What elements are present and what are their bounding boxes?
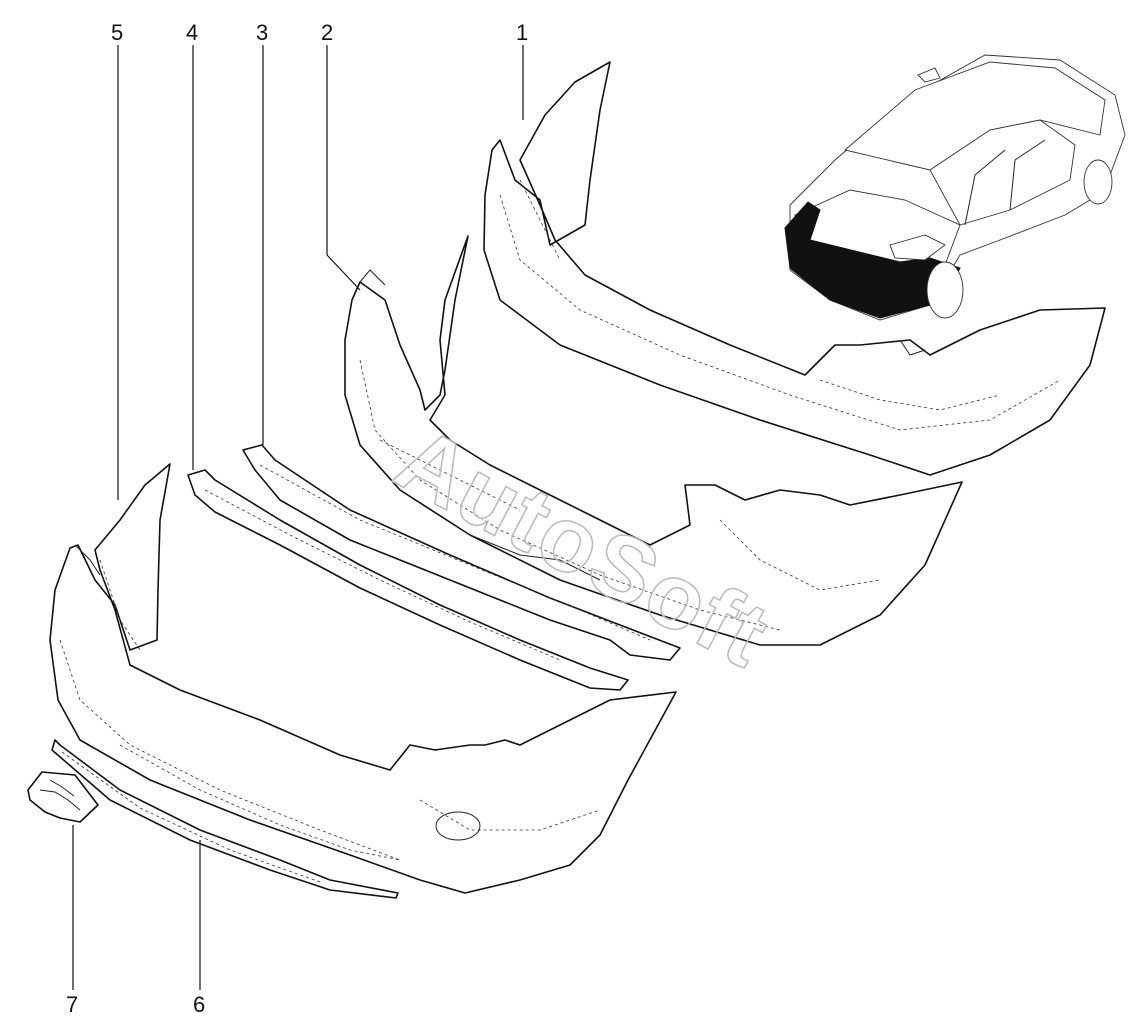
leader-lines [72, 45, 524, 990]
callout-7: 7 [66, 992, 78, 1017]
callout-3: 3 [256, 20, 268, 45]
part-7-clip-bracket [27, 771, 99, 823]
part-1-rear-bumper-upper [483, 61, 1106, 476]
part-2-rear-bumper-mid [344, 235, 963, 646]
part-5-rear-bumper-lower [49, 463, 677, 894]
callout-1: 1 [516, 20, 528, 45]
part-4-bumper-strip-lower [187, 469, 629, 691]
part-6-trim-strip [51, 739, 399, 899]
callout-numbers: 1 2 3 4 5 6 7 [66, 20, 528, 1017]
leader-2-tail [326, 254, 361, 291]
part-3-bumper-strip-upper [242, 444, 681, 661]
callout-6: 6 [193, 992, 205, 1017]
car-thumbnail [784, 54, 1126, 321]
callout-4: 4 [186, 20, 198, 45]
callout-2: 2 [321, 20, 333, 45]
callout-5: 5 [111, 20, 123, 45]
